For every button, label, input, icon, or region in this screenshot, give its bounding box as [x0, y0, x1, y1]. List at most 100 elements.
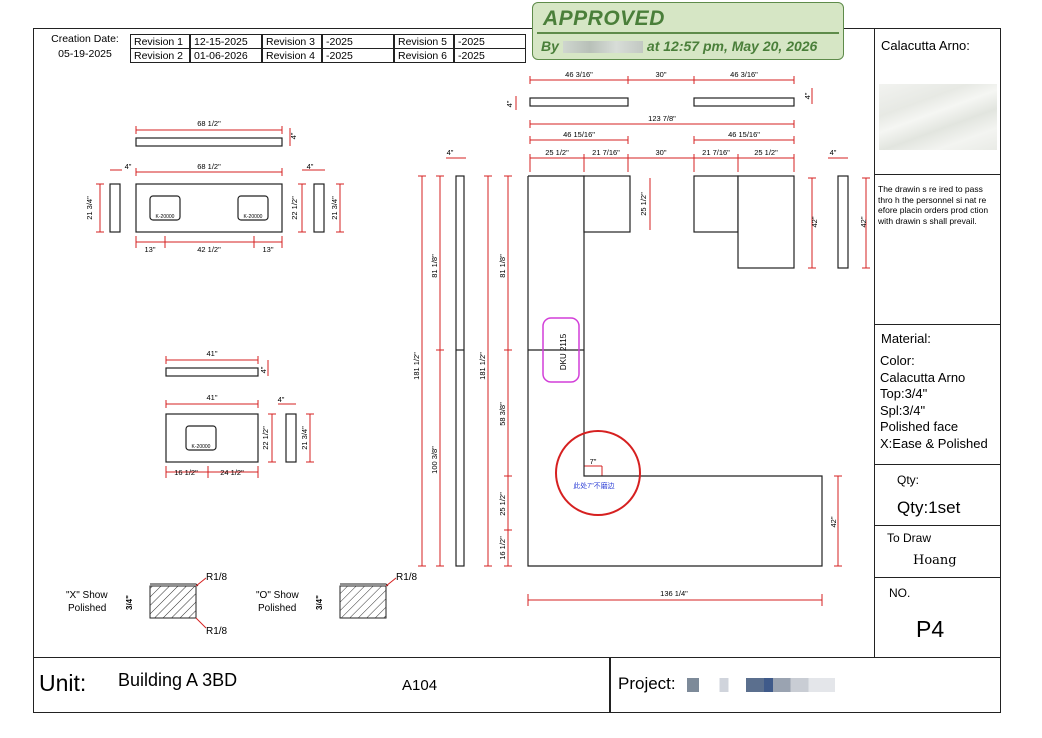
v2-end: 4" [278, 395, 285, 404]
o-show-line1: "O" Show [256, 590, 299, 601]
qty-label: Qty: [897, 473, 920, 487]
k-splash-left: 46 3/16" [565, 70, 593, 79]
marble-swatch [879, 84, 997, 150]
material-box: Material: Color: Calacutta Arno Top:3/4"… [875, 325, 1000, 465]
k-t25: 25 1/2" [498, 492, 507, 516]
top-thickness: Top:3/4" [880, 386, 928, 401]
v1-offset-left: 13" [144, 245, 155, 254]
v1-splash-height: 4" [289, 132, 298, 139]
v2-sink-model: K-20000 [192, 444, 211, 450]
color-value: Calacutta Arno [880, 369, 966, 385]
x-show-line2: Polished [68, 603, 106, 614]
o-show-line2: Polished [258, 603, 296, 614]
k-t81: 81 1/8" [498, 254, 507, 278]
v1-sink-model-right: K-20000 [244, 214, 263, 220]
legend-r2: R1/8 [206, 626, 228, 637]
k-left-splash-w: 4" [447, 148, 454, 157]
x-show-line1: "X" Show [66, 590, 108, 601]
revision-6-label: Revision 6 [394, 48, 454, 63]
k-note-cn: 此处7"不磨边 [573, 481, 614, 490]
kitchen-top-mid-piece [693, 175, 739, 233]
v2-splash-len: 41" [206, 349, 217, 358]
legend-r1: R1/8 [206, 572, 228, 583]
footer-divider [609, 658, 611, 712]
k-d5: 25 1/2" [754, 148, 778, 157]
kitchen-long-splash [455, 175, 465, 567]
drawer-box: To Draw Hoang [875, 526, 1000, 578]
v2-top-len: 41" [206, 393, 217, 402]
k-cutout-label: DKU 2115 [559, 333, 568, 370]
k-splash-right: 46 3/16" [730, 70, 758, 79]
vanity1-left-end-splash [109, 183, 121, 233]
v1-offset-right: 13" [262, 245, 273, 254]
stone-name: Calacutta Arno: [881, 38, 970, 53]
k-d2: 21 7/16" [592, 148, 620, 157]
v2-depth-end: 21 3/4" [300, 426, 309, 450]
v1-sink-model-left: K-20000 [156, 214, 175, 220]
v2-off-right: 24 1/2" [220, 468, 244, 477]
v2-depth: 22 1/2" [261, 426, 270, 450]
stamp-byline: By at 12:57 pm, May 20, 2026 [541, 38, 817, 54]
finish-face: Polished face [880, 419, 959, 434]
k-h42b: 42" [859, 216, 868, 227]
vanity2-end-splash [285, 413, 297, 463]
revision-6-date: -2025 [454, 48, 526, 63]
k-splash-h2: 4" [803, 92, 812, 99]
vanity1-sink-right [237, 195, 269, 221]
footer-bar: Unit: Building A 3BD A104 Project: [33, 657, 1001, 713]
to-draw-label: To Draw [887, 531, 932, 545]
note-box: The drawin s re ired to pass thro h the … [875, 175, 1000, 325]
revision-4-date: -2025 [322, 48, 394, 63]
unit-value: Building A 3BD [118, 670, 238, 690]
k-long-splash: 181 1/2" [412, 352, 421, 380]
kitchen-end-splash [837, 175, 849, 269]
legend-r3: R1/8 [396, 572, 418, 583]
no-label: NO. [889, 586, 911, 600]
v1-right-end: 4" [307, 162, 314, 171]
stone-box: Calacutta Arno: [875, 28, 1000, 175]
vanity1-right-end-splash [313, 183, 325, 233]
kitchen-splash-right [693, 97, 795, 107]
k-overall: 123 7/8" [648, 114, 676, 123]
legend-thick2: 3/4" [315, 595, 324, 610]
k-long-top: 181 1/2" [478, 352, 487, 380]
material-details: Color: Calacutta Arno Top:3/4" Spl:3/4" … [880, 353, 988, 452]
k-seven: 7" [590, 457, 597, 466]
v2-splash-height: 4" [259, 366, 268, 373]
finish-edge: X:Ease & Polished [880, 435, 988, 451]
qty-value: Qty:1set [897, 498, 961, 517]
revision-2-date: 01-06-2026 [190, 48, 262, 63]
material-label: Material: [881, 331, 931, 346]
k-dep-25: 25 1/2" [639, 192, 648, 216]
k-splash-h1: 4" [505, 100, 514, 107]
k-end-splash: 4" [830, 148, 837, 157]
color-label: Color: [880, 353, 915, 368]
k-d4: 21 7/16" [702, 148, 730, 157]
callout-circle [555, 430, 641, 516]
drawing-frame [33, 28, 1001, 713]
redacted-project-name [687, 678, 835, 692]
v1-depth-left: 21 3/4" [85, 196, 94, 220]
k-bottom-h: 42" [829, 516, 838, 527]
stamp-timestamp: at 12:57 pm, May 20, 2026 [646, 38, 818, 54]
qty-box: Qty: Qty:1set [875, 465, 1000, 526]
v1-splash-len: 68 1/2" [197, 119, 221, 128]
page-number: P4 [916, 616, 945, 642]
k-right-run: 46 15/16" [728, 130, 760, 139]
creation-date-label: Creation Date: [51, 33, 119, 45]
redacted-name [562, 41, 643, 54]
v1-left-end: 4" [125, 162, 132, 171]
k-splash-gap: 30" [655, 70, 666, 79]
vanity1-splash [135, 137, 283, 147]
k-s100: 100 3/8" [430, 446, 439, 474]
v2-off-left: 16 1/2" [174, 468, 198, 477]
title-block-panel: Calacutta Arno: The drawin s re ired to … [874, 28, 1001, 657]
stamp-by-prefix: By [541, 38, 559, 54]
project-label: Project: [618, 674, 676, 693]
vanity2-sink [185, 425, 217, 451]
v1-depth-end: 21 3/4" [330, 196, 339, 220]
k-left-run: 46 15/16" [563, 130, 595, 139]
k-h42a: 42" [810, 216, 819, 227]
